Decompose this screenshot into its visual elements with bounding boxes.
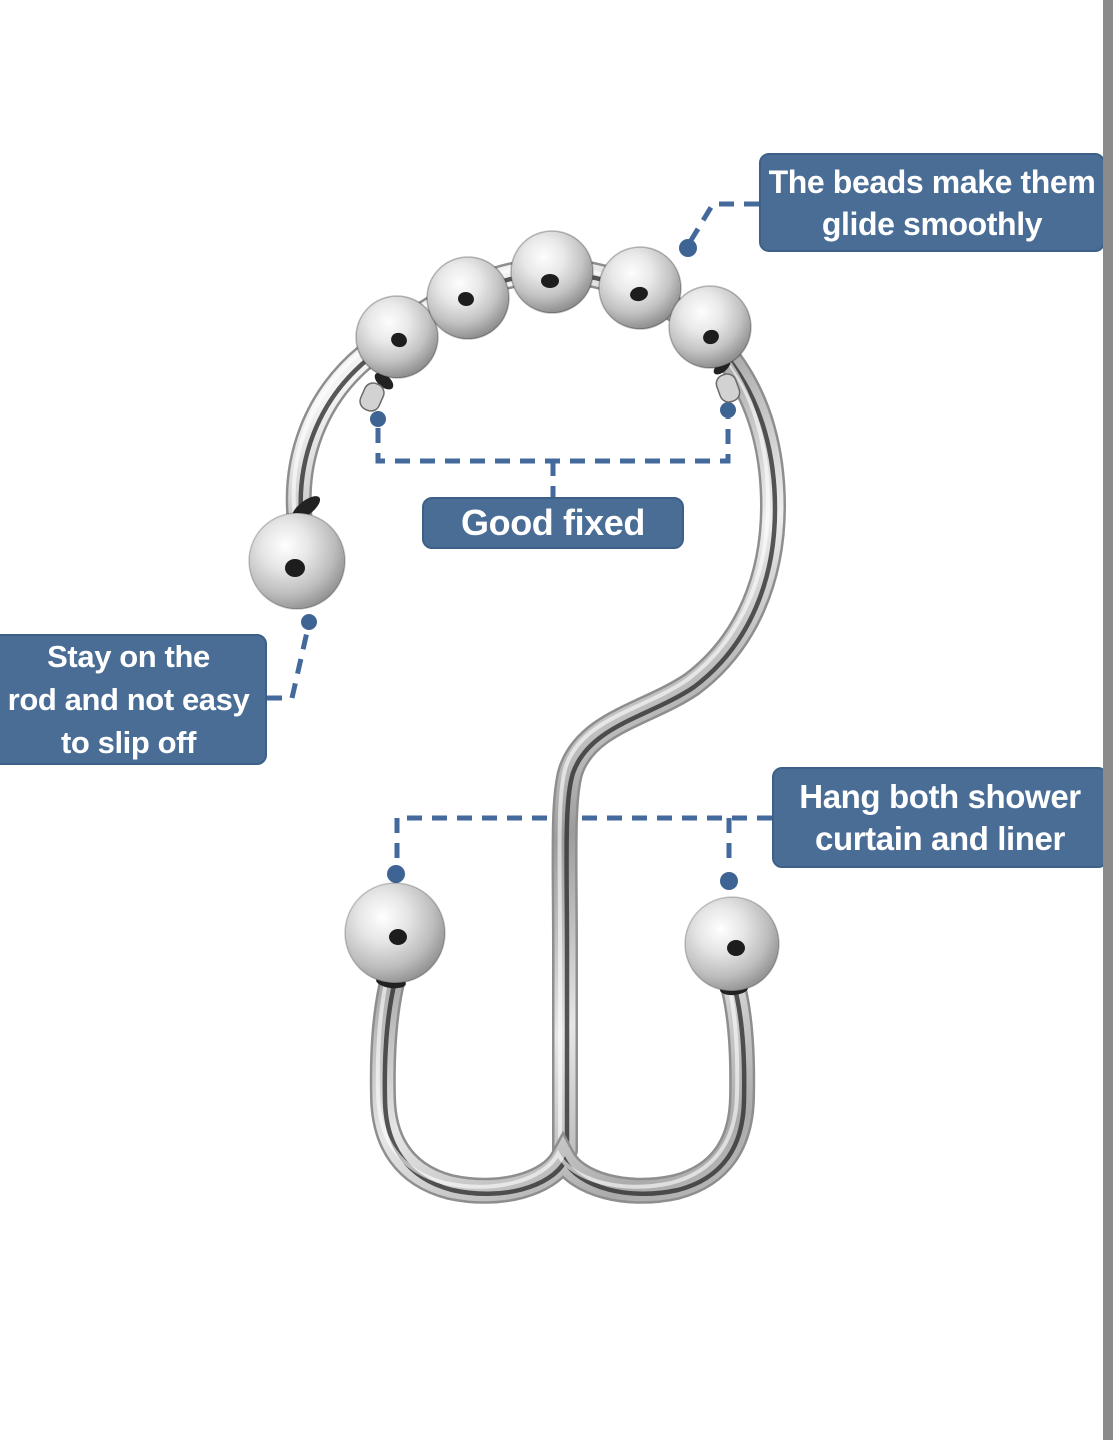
bead [510, 230, 594, 314]
glide-beads [355, 230, 752, 379]
callout-good-fixed-text: Good fixed [461, 502, 645, 543]
callout-stay-on-rod-text: Stay on the rod and not easy to slip off [7, 639, 250, 760]
bead-hole [458, 291, 474, 307]
connector-hang-dot-left-icon [387, 865, 405, 883]
connector-fixed [370, 402, 736, 497]
connector-beads-dot-icon [679, 239, 697, 257]
bead-hole [630, 286, 648, 302]
bead-hole [541, 274, 559, 288]
stopper-tab-right [715, 373, 741, 403]
stopper-tab-left [359, 382, 385, 412]
scrollbar-track[interactable] [1103, 0, 1113, 1440]
connector-stay-line [267, 631, 310, 701]
callout-hang-both: Hang both shower curtain and liner [772, 767, 1108, 868]
bead-hole [703, 329, 719, 345]
connector-beads [679, 201, 759, 257]
connector-lines [267, 201, 772, 890]
stopper-shadow-left [374, 372, 394, 390]
connector-fixed-dot-left-icon [370, 411, 386, 427]
bead [668, 285, 752, 369]
ball-hole [285, 559, 305, 577]
connector-beads-line [687, 201, 759, 244]
bead-hole [391, 332, 407, 348]
callout-beads-glide: The beads make them glide smoothly [759, 153, 1105, 252]
callout-stay-on-rod: Stay on the rod and not easy to slip off [0, 634, 267, 765]
callout-hang-both-text: Hang both shower curtain and liner [799, 777, 1081, 857]
connector-fixed-dot-right-icon [720, 402, 736, 418]
ball-hole [727, 940, 745, 956]
connector-stay [267, 614, 317, 701]
callout-good-fixed: Good fixed [422, 497, 684, 549]
connector-hang-bracket [394, 815, 772, 860]
connector-stay-dot-icon [301, 614, 317, 630]
bead-stoppers [359, 359, 741, 412]
callout-beads-glide-text: The beads make them glide smoothly [768, 163, 1096, 242]
connector-hang-dot-right-icon [720, 872, 738, 890]
connector-fixed-bracket [375, 418, 731, 464]
connector-hang [387, 815, 772, 890]
ball-hole [389, 929, 407, 945]
end-balls [248, 496, 780, 996]
